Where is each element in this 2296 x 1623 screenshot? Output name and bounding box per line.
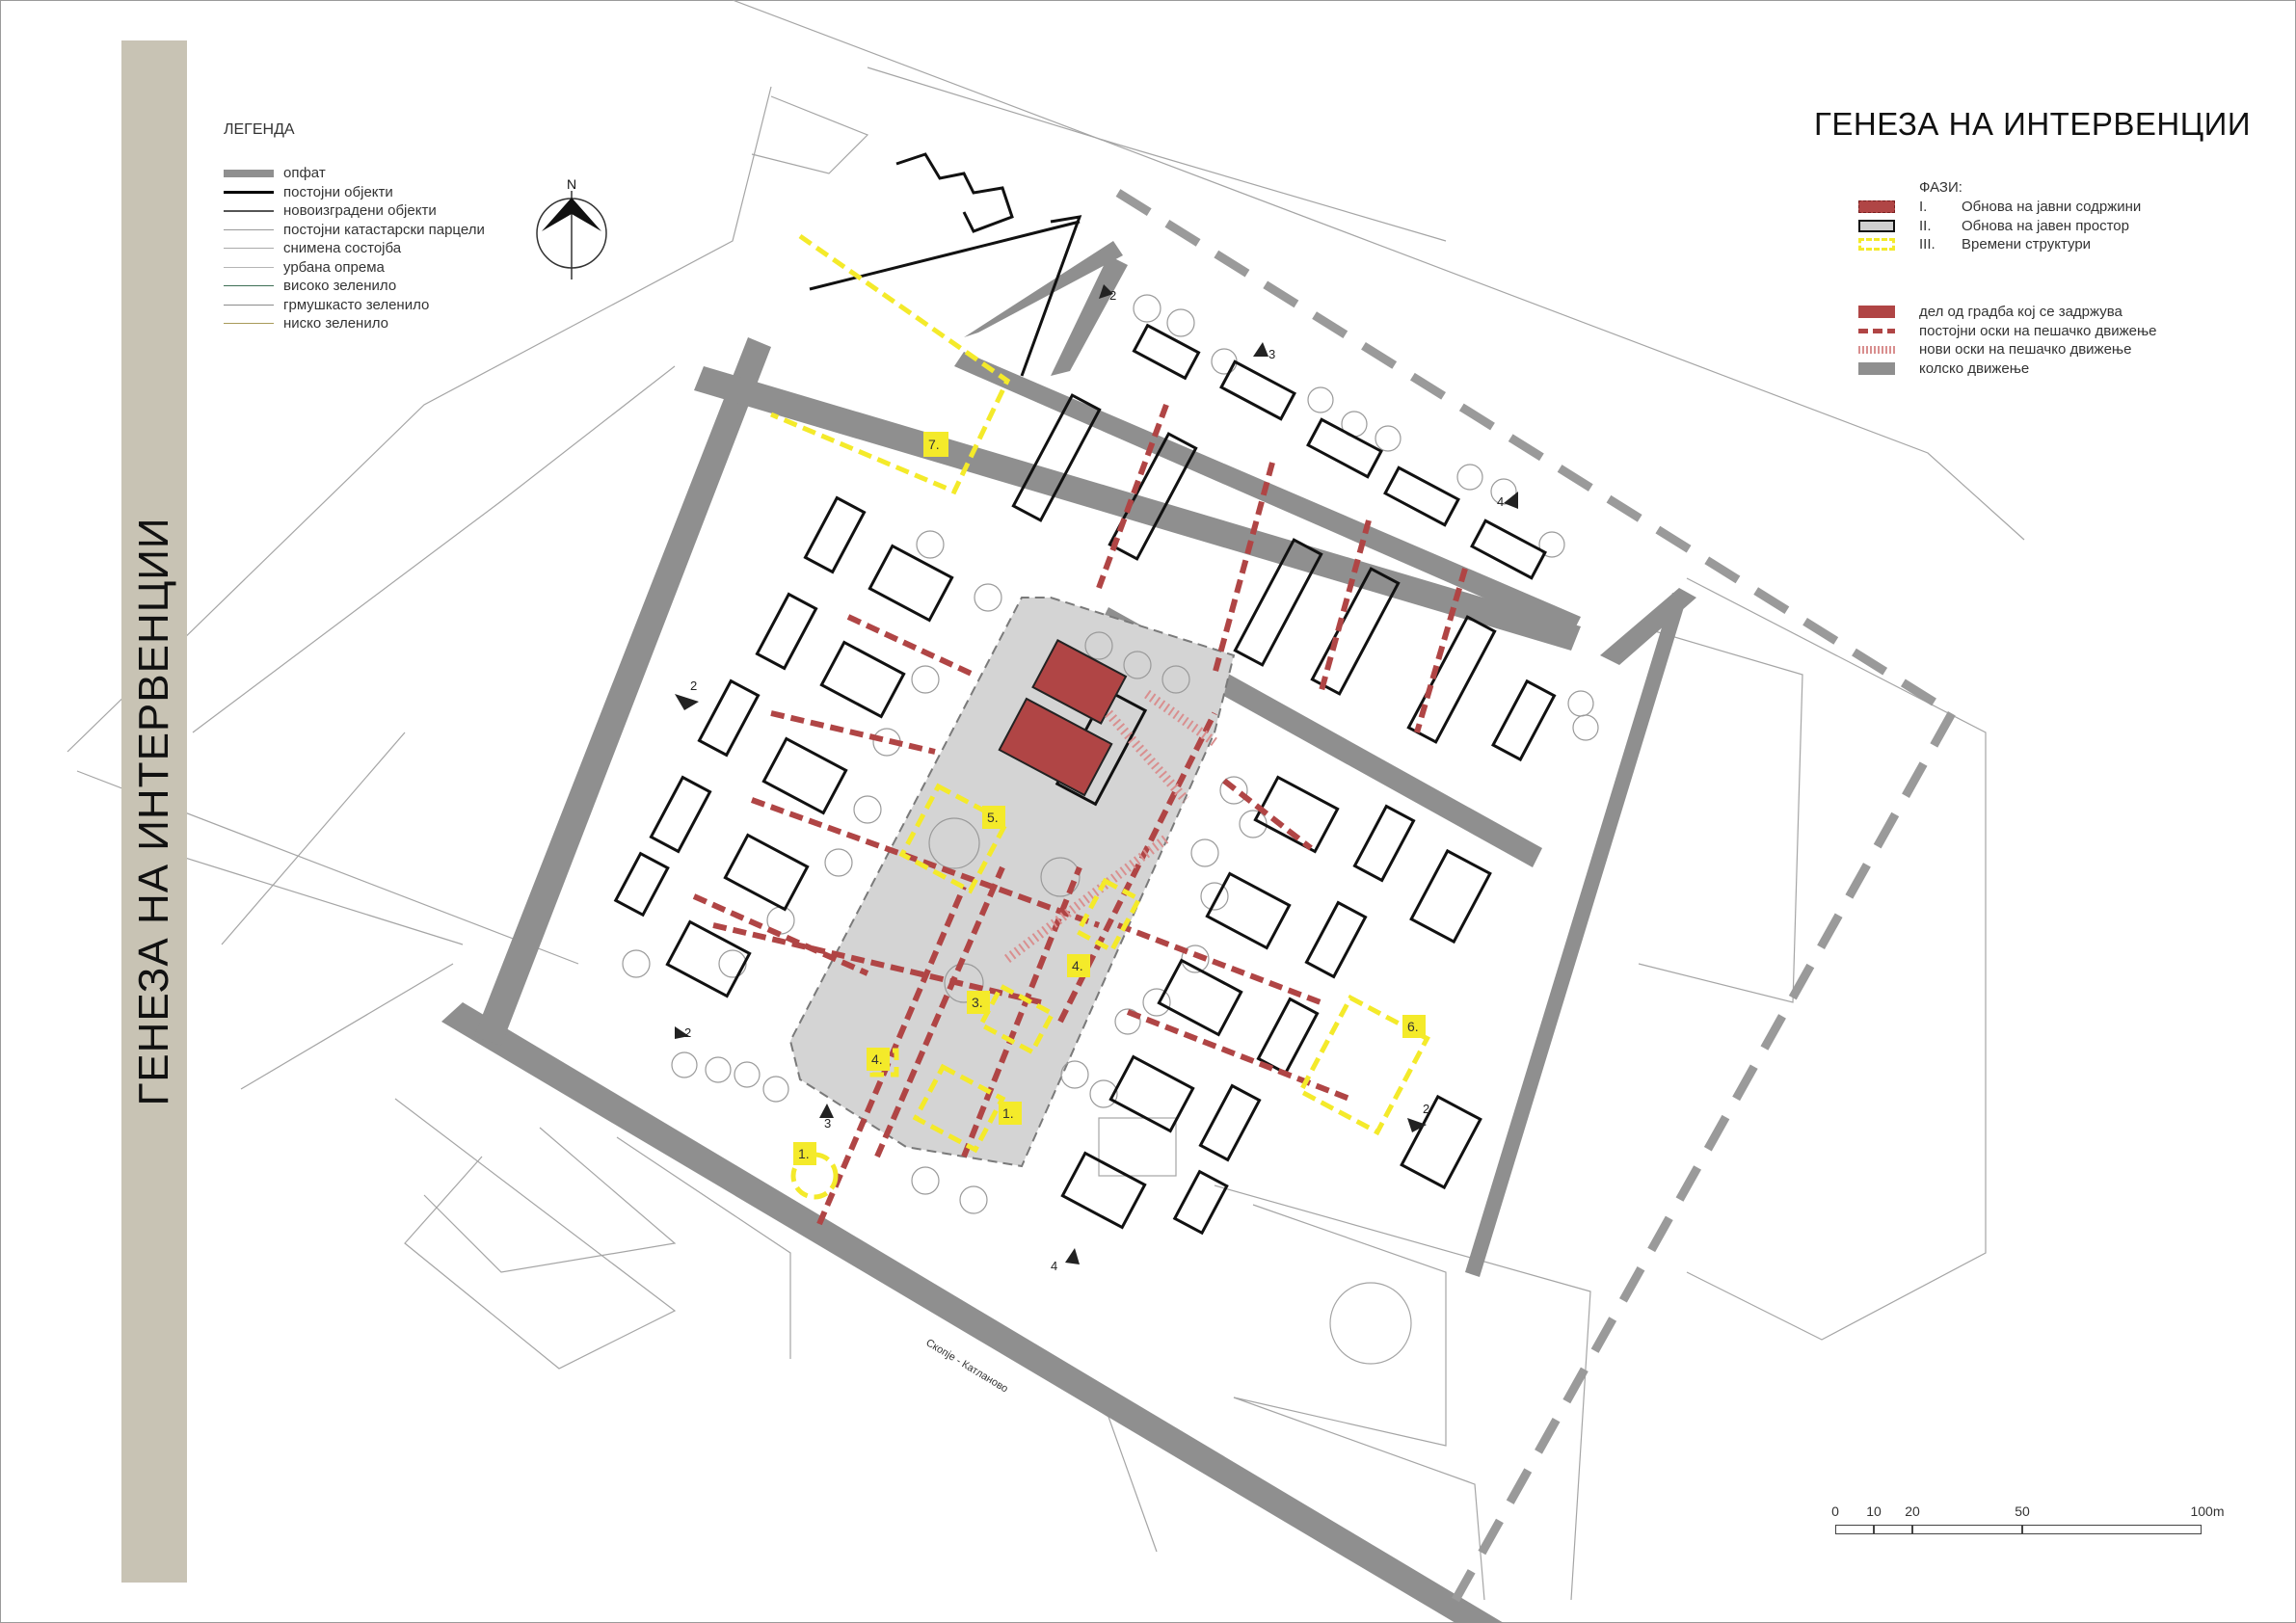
elements-legend: дел од градба кој се задржува постојни о… bbox=[1858, 303, 2205, 378]
phase-item: II. Обнова на јавен простор bbox=[1858, 217, 2205, 236]
scale-segment bbox=[1874, 1525, 1912, 1534]
retained-buildings bbox=[998, 639, 1128, 797]
zone-label: 3. bbox=[972, 995, 983, 1010]
scale-tick: 0 bbox=[1831, 1503, 1839, 1519]
legend: ЛЕГЕНДА опфат постојни објекти новоизгра… bbox=[224, 121, 551, 333]
svg-text:2: 2 bbox=[684, 1025, 691, 1040]
legend-item: урбана опрема bbox=[224, 258, 551, 278]
svg-text:2: 2 bbox=[1109, 288, 1116, 303]
legend-item: дел од градба кој се задржува bbox=[1858, 303, 2205, 322]
temporary-structures bbox=[770, 233, 1430, 1200]
legend-item: грмушкасто зеленило bbox=[224, 296, 551, 315]
zone-label: 5. bbox=[987, 810, 999, 825]
north-label: N bbox=[567, 176, 576, 192]
legend-swatch bbox=[224, 209, 274, 212]
scale-tick: 10 bbox=[1866, 1503, 1882, 1519]
legend-swatch bbox=[1858, 345, 1895, 354]
section-markers: 2 3 4 2 2 3 4 2 bbox=[675, 284, 1518, 1273]
svg-text:4: 4 bbox=[1051, 1259, 1057, 1273]
phase-item: I. Обнова на јавни содржини bbox=[1858, 198, 2205, 217]
phase-swatch bbox=[1858, 200, 1895, 214]
legend-item: опфат bbox=[224, 164, 551, 183]
legend-item: снимена состојба bbox=[224, 239, 551, 258]
svg-text:2: 2 bbox=[1423, 1102, 1429, 1116]
site-boundary bbox=[1115, 189, 1959, 1603]
legend-swatch bbox=[1858, 328, 1895, 333]
legend-swatch bbox=[1858, 306, 1895, 319]
legend-swatch bbox=[224, 169, 274, 177]
zone-label: 6. bbox=[1407, 1019, 1419, 1034]
scale-segment bbox=[1835, 1525, 1874, 1534]
svg-text:3: 3 bbox=[824, 1116, 831, 1131]
phases-legend: ФАЗИ: I. Обнова на јавни содржини II. Об… bbox=[1858, 179, 2205, 254]
legend-swatch bbox=[224, 323, 274, 325]
cadastral-parcels bbox=[67, 0, 2025, 1601]
phase-swatch bbox=[1858, 219, 1895, 232]
scale-tick: 100m bbox=[2190, 1503, 2225, 1519]
legend-swatch bbox=[224, 248, 274, 250]
svg-text:2: 2 bbox=[690, 678, 697, 693]
central-plaza bbox=[788, 597, 1236, 1168]
legend-item: нови оски на пешачко движење bbox=[1858, 340, 2205, 359]
legend-swatch bbox=[224, 190, 274, 194]
legend-item: постојни објекти bbox=[224, 183, 551, 202]
scale-bar: 0 10 20 50 100m bbox=[1829, 1503, 2234, 1561]
scale-segment bbox=[2022, 1525, 2202, 1534]
page-title: ГЕНЕЗА НА ИНТЕРВЕНЦИИ bbox=[1814, 106, 2252, 142]
legend-swatch bbox=[1858, 361, 1895, 375]
legend-swatch bbox=[224, 266, 274, 268]
scale-tick: 50 bbox=[2015, 1503, 2030, 1519]
legend-swatch bbox=[224, 285, 274, 287]
zone-labels: 1. 1. 3. 4. 4. 4. 5. 6. 7. bbox=[793, 432, 1426, 1165]
svg-text:4: 4 bbox=[1497, 494, 1504, 509]
legend-item: ниско зеленило bbox=[224, 314, 551, 333]
legend-item: високо зеленило bbox=[224, 277, 551, 296]
legend-item: новоизградени објекти bbox=[224, 201, 551, 221]
legend-swatch bbox=[224, 304, 274, 306]
high-greenery bbox=[622, 294, 1599, 1214]
phase-swatch bbox=[1858, 238, 1895, 252]
scale-tick: 20 bbox=[1905, 1503, 1920, 1519]
scale-segment bbox=[1912, 1525, 2022, 1534]
zone-label: 7. bbox=[928, 437, 940, 452]
zone-label: 4. bbox=[871, 1051, 883, 1067]
legend-item: колско движење bbox=[1858, 359, 2205, 379]
side-title-band bbox=[121, 40, 187, 1583]
north-arrow: N bbox=[536, 176, 607, 279]
zone-label: 1. bbox=[798, 1146, 810, 1161]
pedestrian-axes-new bbox=[1003, 689, 1217, 963]
phases-heading: ФАЗИ: bbox=[1919, 179, 1962, 196]
zone-label: 4. bbox=[1072, 958, 1083, 973]
svg-text:3: 3 bbox=[1268, 347, 1275, 361]
zone-label: 1. bbox=[1002, 1105, 1014, 1121]
pedestrian-axes-existing bbox=[692, 403, 1468, 1226]
legend-item: постојни катастарски парцели bbox=[224, 221, 551, 240]
legend-item: постојни оски на пешачко движење bbox=[1858, 322, 2205, 341]
phase-item: III. Времени структури bbox=[1858, 235, 2205, 254]
legend-title: ЛЕГЕНДА bbox=[224, 121, 295, 138]
legend-swatch bbox=[224, 228, 274, 230]
existing-buildings bbox=[613, 152, 1557, 1236]
side-title: ГЕНЕЗА НА ИНТЕРВЕНЦИИ bbox=[130, 517, 177, 1106]
